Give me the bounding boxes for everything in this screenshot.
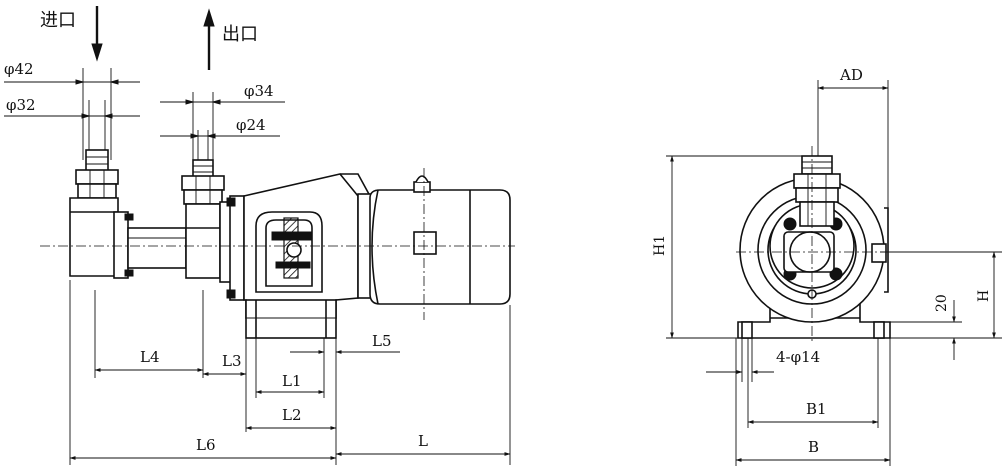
pump-flange <box>219 195 245 301</box>
label-L6: L6 <box>196 436 216 454</box>
dim-20 <box>890 300 962 360</box>
inlet-label: 进口 <box>40 10 76 31</box>
label-L5: L5 <box>372 332 392 350</box>
label-B1: B1 <box>806 400 827 418</box>
outlet-inner-diameter: φ24 <box>236 116 266 134</box>
length-extension-lines <box>69 280 511 465</box>
inlet-body <box>69 197 134 279</box>
label-L3: L3 <box>222 352 242 370</box>
label-L2: L2 <box>282 406 302 424</box>
label-L1: L1 <box>282 372 302 390</box>
dim-AD <box>817 80 889 210</box>
inlet-fitting <box>75 149 119 199</box>
outlet-outer-diameter: φ34 <box>244 82 274 100</box>
outlet-diameter-dims <box>160 92 285 165</box>
label-H: H <box>976 290 992 302</box>
dim-B1 <box>747 338 879 428</box>
label-H1: H1 <box>652 235 668 256</box>
label-20: 20 <box>934 294 950 312</box>
inlet-arrow <box>91 6 103 62</box>
dim-B <box>735 338 891 466</box>
dim-H1 <box>666 155 804 339</box>
inlet-diameter-dims <box>4 68 140 160</box>
outlet-label: 出口 <box>222 24 258 45</box>
inlet-outer-diameter: φ42 <box>4 60 34 78</box>
electric-motor <box>369 175 511 305</box>
connecting-pipe <box>127 227 187 269</box>
label-L4: L4 <box>140 348 160 366</box>
inlet-inner-diameter: φ32 <box>6 96 36 114</box>
coupling-window <box>255 211 323 293</box>
outlet-arrow <box>203 8 215 70</box>
label-AD: AD <box>839 66 863 84</box>
label-L: L <box>418 432 428 450</box>
dim-H <box>880 251 1002 339</box>
front-outlet-fitting <box>793 155 841 227</box>
label-holes: 4-φ14 <box>776 348 820 366</box>
label-B: B <box>808 438 819 456</box>
outlet-fitting <box>181 159 225 279</box>
dim-holes <box>706 338 774 382</box>
